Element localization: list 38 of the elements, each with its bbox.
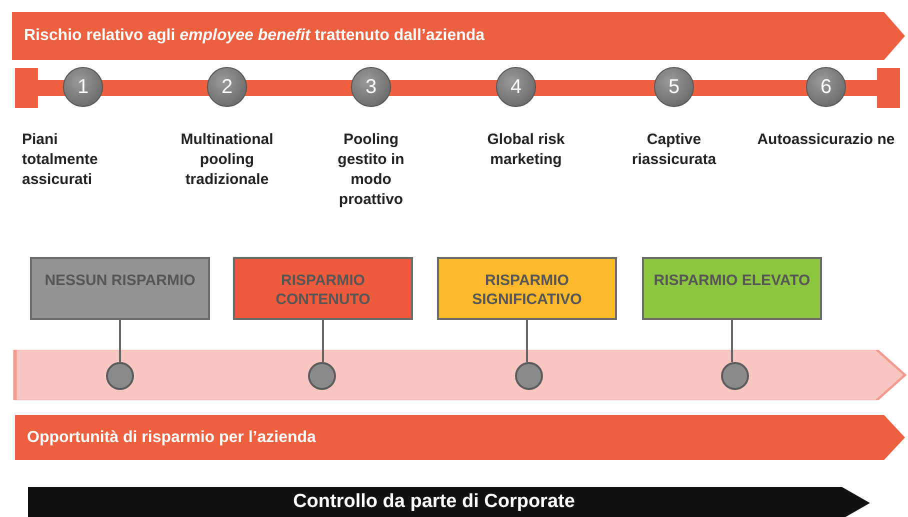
step-number: 5 xyxy=(667,76,681,99)
step-number: 1 xyxy=(76,76,90,99)
step-caption: Global risk marketing xyxy=(486,130,566,170)
step-number-circle xyxy=(654,67,694,107)
connector-line xyxy=(731,320,733,362)
savings-box xyxy=(233,257,413,320)
box-label: RISPARMIO ELEVATO xyxy=(652,271,812,290)
step-number: 4 xyxy=(509,76,523,99)
banner-text: Opportunità di risparmio per l’azienda xyxy=(27,428,316,446)
arrow-banner xyxy=(28,487,870,517)
banner-text: Rischio relativo agli employee benefit trattenuto dall’azienda xyxy=(24,27,485,45)
track-bar xyxy=(15,68,900,108)
step-number: 6 xyxy=(819,76,833,99)
savings-box xyxy=(437,257,617,320)
step-caption: Pooling gestito in modo proattivo xyxy=(336,130,406,210)
step-number-circle xyxy=(496,67,536,107)
connector-line xyxy=(119,320,121,362)
arrow-banner xyxy=(12,12,905,60)
banner-text: Controllo da parte di Corporate xyxy=(292,491,576,513)
box-label: RISPARMIO CONTENUTO xyxy=(274,271,372,309)
savings-box xyxy=(642,257,822,320)
step-caption: Captive riassicurata xyxy=(630,130,718,170)
step-number: 2 xyxy=(220,76,234,99)
connector-line xyxy=(526,320,528,362)
arrow-banner xyxy=(15,415,905,460)
step-number-circle xyxy=(207,67,247,107)
step-number: 3 xyxy=(364,76,378,99)
step-caption: Multinational pooling tradizionale xyxy=(180,130,274,190)
track-bar xyxy=(15,350,905,400)
box-label: RISPARMIO SIGNIFICATIVO xyxy=(471,271,583,309)
step-number-circle xyxy=(63,67,103,107)
connector-line xyxy=(322,320,324,362)
step-number-circle xyxy=(806,67,846,107)
savings-box xyxy=(30,257,210,320)
box-label: NESSUN RISPARMIO xyxy=(44,271,196,290)
step-caption: Autoassicurazio ne xyxy=(756,130,896,150)
step-number-circle xyxy=(351,67,391,107)
step-caption: Piani totalmente assicurati xyxy=(22,130,99,190)
